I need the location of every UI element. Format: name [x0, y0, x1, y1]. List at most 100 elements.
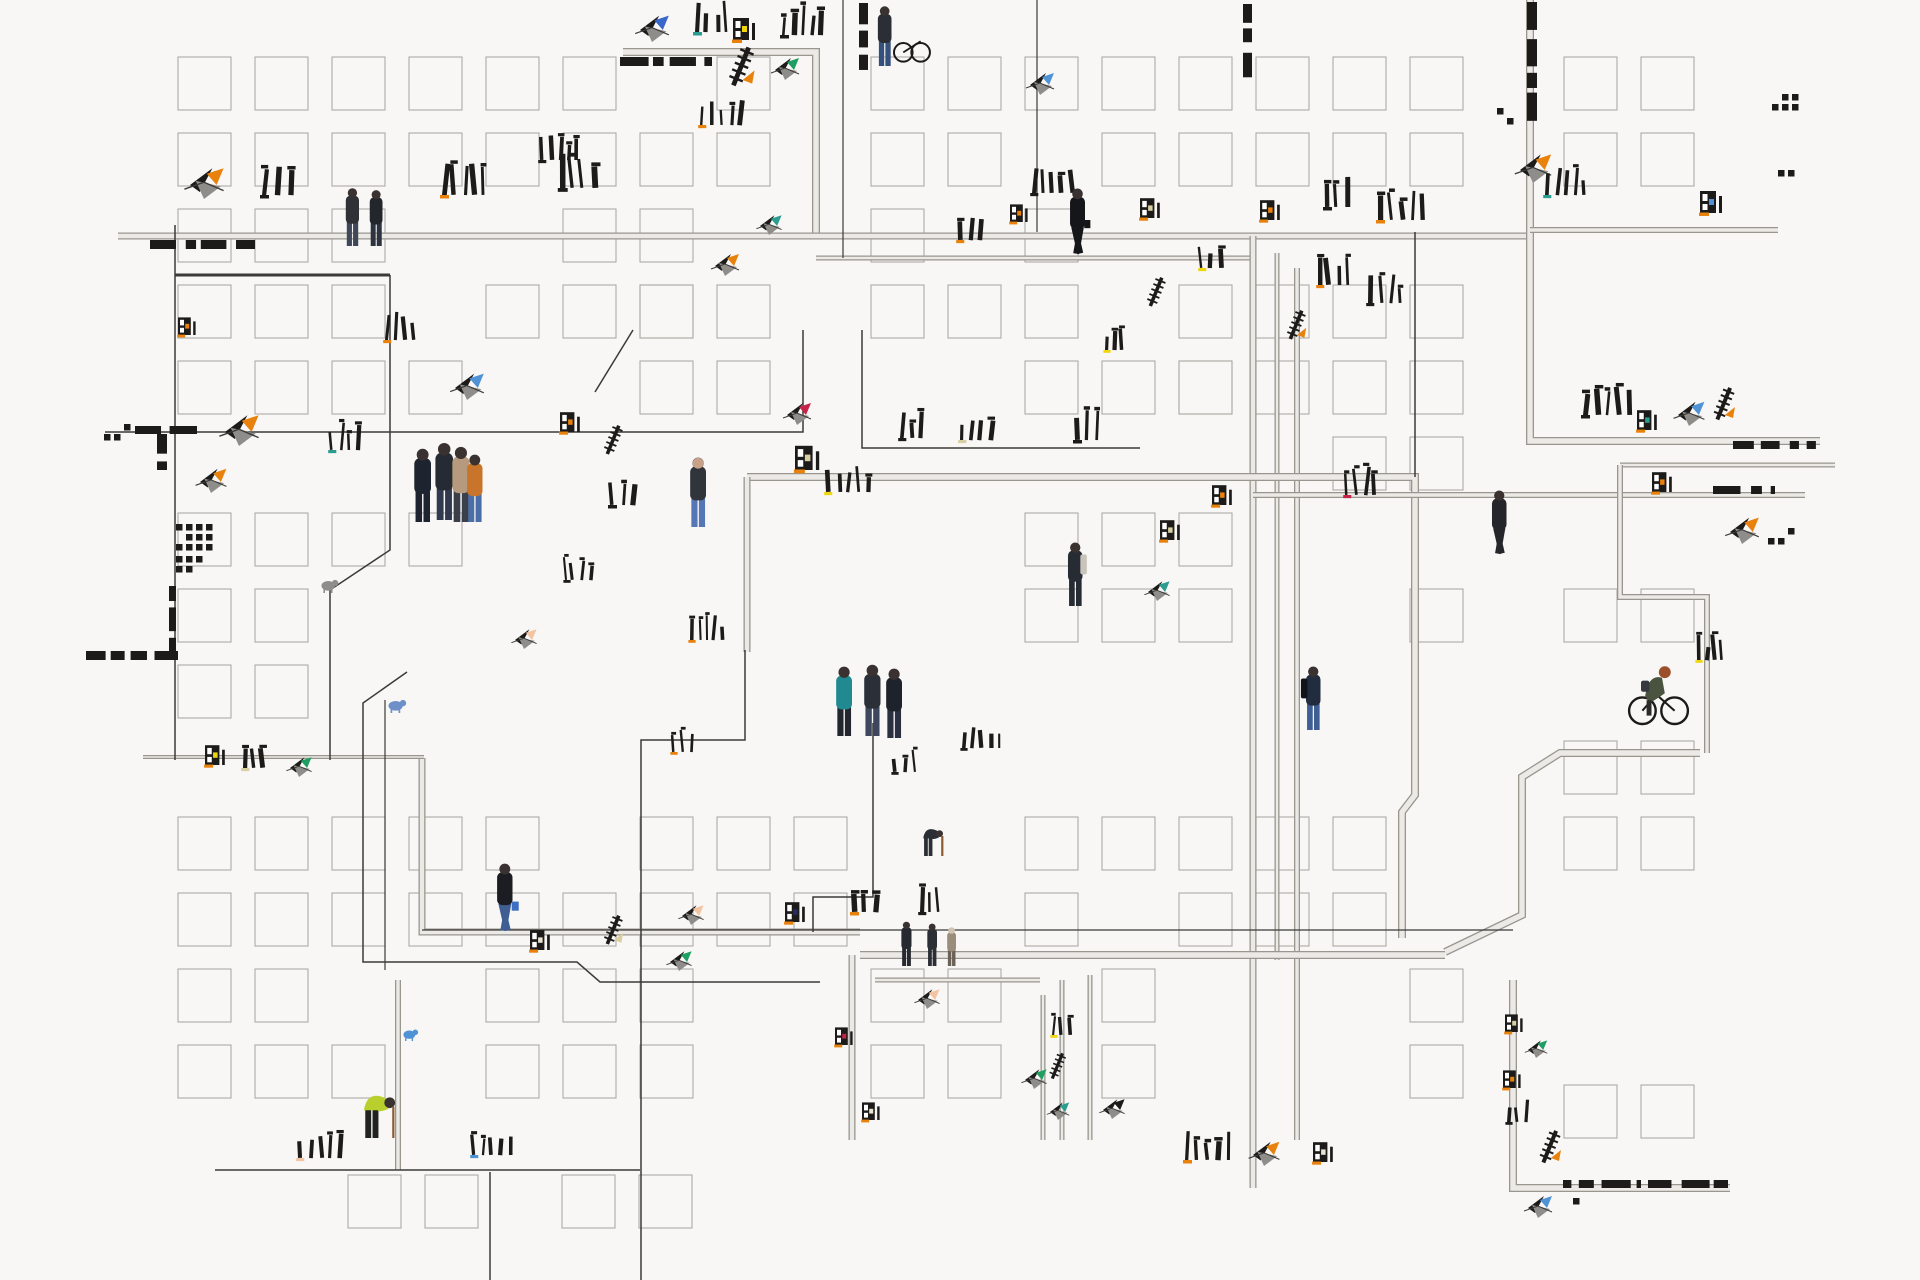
glyph-cluster-bars — [780, 1, 826, 39]
street-surface — [1527, 0, 1820, 444]
pixel-grid — [176, 556, 203, 573]
glyph-cluster-bird — [1099, 1099, 1125, 1119]
dash-strip — [150, 240, 255, 249]
city-block-square — [1563, 56, 1618, 111]
dash-strip — [1733, 441, 1816, 449]
glyph-cluster-bars — [918, 883, 940, 916]
city-block-square — [485, 56, 540, 111]
figure-woman-walking-top — [1070, 188, 1091, 255]
glyph-cluster-mondrian — [204, 745, 225, 768]
glyph-cluster-bars — [1581, 382, 1633, 419]
glyph-cluster-mondrian — [1009, 204, 1028, 225]
city-block-square — [177, 664, 232, 719]
figure-hooded-man-backpack — [1300, 666, 1321, 730]
pixel-grid — [104, 424, 131, 441]
glyph-cluster-mondrian — [834, 1027, 853, 1048]
city-block-square — [254, 56, 309, 111]
city-block-square — [1409, 436, 1464, 491]
figure-group4-woman-orange — [467, 454, 483, 522]
city-block-square — [870, 56, 925, 111]
glyph-cluster-mondrian — [793, 445, 820, 474]
glyph-cluster-bars — [1343, 462, 1378, 499]
glyph-cluster-bars — [670, 726, 694, 755]
glyph-cluster-bars — [241, 744, 267, 772]
city-block-square — [1101, 588, 1156, 643]
city-block-square — [408, 512, 463, 567]
street-surface — [1443, 750, 1700, 955]
glyph-cluster-bird — [1025, 73, 1055, 95]
block-outline — [362, 671, 820, 983]
city-block-square — [1332, 56, 1387, 111]
figure-dog-gray — [321, 579, 339, 593]
street-surface — [1618, 465, 1709, 753]
glyph-cluster-bird — [1514, 154, 1552, 183]
city-block-square — [1024, 284, 1079, 339]
city-block-square — [1409, 132, 1464, 187]
pixel-grid — [1497, 108, 1514, 125]
glyph-cluster-ladder — [1146, 276, 1166, 307]
city-block-square — [1332, 892, 1387, 947]
city-block-square — [177, 56, 232, 111]
city-block-square — [1640, 1084, 1695, 1139]
city-block-square — [562, 1044, 617, 1099]
street-surface — [623, 49, 819, 236]
glyph-cluster-bird — [511, 629, 537, 649]
glyph-cluster-bird — [666, 951, 692, 971]
glyph-cluster-mondrian — [861, 1102, 880, 1123]
city-block-square — [1024, 56, 1079, 111]
city-block-square — [1024, 360, 1079, 415]
city-block-square — [331, 284, 386, 339]
city-block-square — [254, 968, 309, 1023]
glyph-cluster-bird — [219, 415, 259, 446]
city-block-square — [1640, 56, 1695, 111]
glyph-cluster-bars — [440, 160, 487, 199]
city-block-square — [254, 512, 309, 567]
city-block-square — [1409, 360, 1464, 415]
city-block-square — [1640, 588, 1695, 643]
city-block-square — [1101, 1044, 1156, 1099]
glyph-cluster-bars — [1543, 164, 1586, 199]
figure-group3-person-1 — [836, 666, 852, 736]
city-block-square — [254, 132, 309, 187]
city-block-square — [716, 132, 771, 187]
glyph-cluster-bars — [1050, 1012, 1074, 1038]
city-block-square — [947, 132, 1002, 187]
city-block-square — [254, 588, 309, 643]
city-block-square — [716, 892, 771, 947]
city-block-square — [408, 816, 463, 871]
pixel-grid — [1778, 170, 1795, 177]
block-outline — [329, 275, 391, 760]
glyph-cluster-mondrian — [529, 930, 550, 953]
city-block-square — [947, 1044, 1002, 1099]
city-block-square — [561, 1174, 616, 1229]
layer-glyph-clusters — [177, 0, 1760, 1218]
city-block-square — [408, 892, 463, 947]
glyph-cluster-bars — [898, 407, 925, 442]
layer-figures — [321, 6, 1690, 1138]
city-block-square — [1563, 816, 1618, 871]
city-block-square — [716, 360, 771, 415]
glyph-cluster-bars — [1073, 406, 1101, 444]
city-block-square — [177, 892, 232, 947]
dash-strip — [859, 3, 868, 70]
city-block-square — [1255, 56, 1310, 111]
city-block-square — [1101, 56, 1156, 111]
glyph-cluster-bars — [1316, 253, 1351, 289]
glyph-cluster-mondrian — [1636, 410, 1657, 433]
city-block-square — [1255, 132, 1310, 187]
figure-man-on-phone — [690, 457, 706, 527]
city-block-square — [1024, 512, 1079, 567]
city-block-square — [1563, 1084, 1618, 1139]
street-surface — [747, 474, 1418, 938]
city-block-square — [485, 892, 540, 947]
glyph-cluster-bird — [1523, 1196, 1553, 1218]
city-block-square — [639, 360, 694, 415]
block-outline — [105, 330, 804, 433]
city-block-square — [1563, 740, 1618, 795]
city-block-square — [639, 284, 694, 339]
glyph-cluster-bars — [260, 164, 296, 199]
city-block-square — [485, 816, 540, 871]
glyph-cluster-ladder — [1049, 1052, 1067, 1080]
city-block-square — [1563, 132, 1618, 187]
